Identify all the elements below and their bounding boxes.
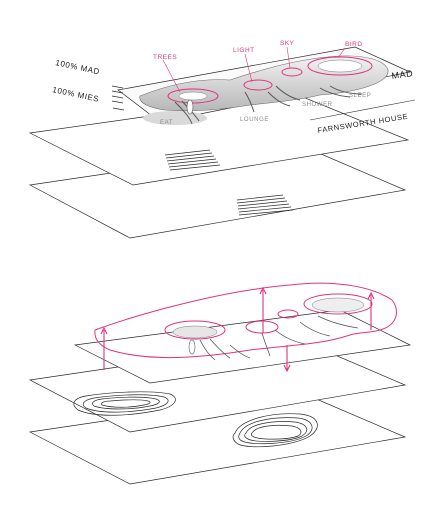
label-mies: 100% MIES — [52, 85, 100, 104]
top-group-ticks — [111, 85, 125, 111]
label-bird: BIRD — [345, 41, 363, 48]
label-mad-right: MAD — [391, 68, 414, 81]
label-lounge: LOUNGE — [240, 117, 269, 123]
label-light: LIGHT — [233, 47, 255, 54]
label-leaders — [162, 46, 346, 93]
top-group-plane-middle — [28, 94, 410, 186]
label-shower: SHOWER — [302, 102, 333, 108]
label-sky: SKY — [280, 40, 295, 47]
label-eat: EAT — [160, 120, 173, 126]
vertical-arrows — [100, 286, 375, 373]
bottom-group-plane-lower — [28, 391, 407, 485]
label-sleep: SLEEP — [349, 93, 371, 99]
label-trees: TREES — [153, 54, 177, 61]
bottom-group-terrain — [73, 282, 412, 384]
top-group-mad-plane — [117, 46, 416, 125]
label-mad: 100% MAD — [55, 58, 101, 76]
